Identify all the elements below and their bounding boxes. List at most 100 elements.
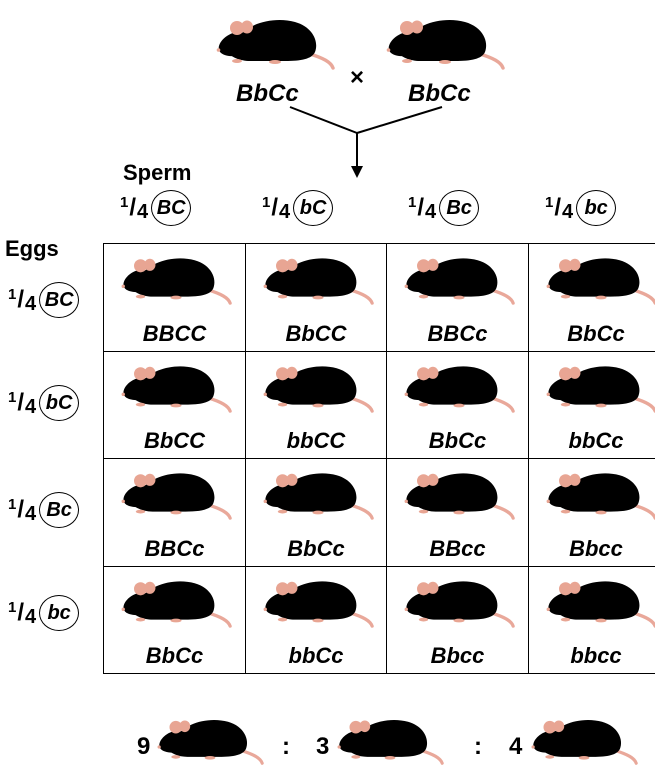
- fraction-numerator: 1: [8, 495, 17, 513]
- brown-mouse-icon: [262, 571, 374, 629]
- cell-mouse: [262, 571, 374, 634]
- fraction-slash: /: [129, 194, 137, 221]
- fraction-denominator: 4: [25, 292, 37, 315]
- fraction-numerator: 1: [262, 193, 271, 211]
- black-mouse-icon: [403, 356, 515, 414]
- cell-mouse: [120, 248, 232, 311]
- cell-mouse: [120, 571, 232, 634]
- cell-mouse: [403, 463, 515, 526]
- cell-mouse: [545, 571, 655, 634]
- punnett-cell: BbCc: [246, 459, 387, 567]
- fraction-slash: /: [271, 194, 279, 221]
- white-mouse-icon: [530, 710, 638, 766]
- punnett-cell: Bbcc: [387, 566, 529, 674]
- fraction-slash: /: [417, 194, 425, 221]
- punnett-cell: BBCC: [104, 244, 246, 352]
- cell-genotype: BbCC: [285, 320, 347, 346]
- allele-circle: bc: [39, 595, 80, 631]
- cell-genotype: bbcc: [570, 643, 622, 668]
- ratio-separator-1: :: [282, 733, 290, 760]
- black-mouse-icon: [262, 463, 374, 521]
- fraction-numerator: 1: [120, 193, 129, 211]
- fraction-slash: /: [17, 599, 25, 626]
- allele-circle: bC: [293, 190, 334, 226]
- ratio-white-mouse: [530, 710, 638, 771]
- white-mouse-icon: [545, 571, 655, 629]
- fraction-denominator: 4: [425, 200, 437, 223]
- allele-circle: BC: [39, 282, 80, 318]
- cell-genotype: BbCc: [428, 428, 487, 453]
- black-mouse-icon: [262, 248, 374, 306]
- fraction-numerator: 1: [8, 598, 17, 616]
- punnett-cell: BbCc: [529, 244, 655, 352]
- black-mouse-icon: [120, 463, 232, 521]
- black-mouse-icon: [120, 248, 232, 306]
- cell-mouse: [545, 356, 655, 419]
- cell-mouse: [403, 248, 515, 311]
- cell-genotype: BBcc: [429, 535, 486, 561]
- fraction-slash: /: [554, 194, 562, 221]
- ratio-black-mouse: [156, 710, 264, 771]
- allele-circle: bc: [576, 190, 617, 226]
- cell-mouse: [403, 571, 515, 634]
- cell-mouse: [545, 248, 655, 311]
- cell-mouse: [262, 356, 374, 419]
- cell-mouse: [120, 463, 232, 526]
- fraction-numerator: 1: [8, 388, 17, 406]
- cell-genotype: bbCc: [568, 428, 624, 453]
- cell-genotype: BBCc: [144, 535, 205, 561]
- brown-mouse-icon: [336, 710, 444, 766]
- cell-genotype: BBCC: [142, 320, 207, 346]
- black-mouse-icon: [120, 571, 232, 629]
- cross-connector: [289, 106, 443, 178]
- cross-symbol: ×: [350, 64, 365, 91]
- parent1-genotype: BbCc: [236, 80, 299, 107]
- allele-circle: Bc: [439, 190, 480, 226]
- fraction-denominator: 4: [562, 200, 574, 223]
- fraction-numerator: 1: [8, 285, 17, 303]
- parent2-genotype: BbCc: [408, 80, 471, 107]
- punnett-cell: bbCc: [246, 566, 387, 674]
- fraction-numerator: 1: [545, 193, 554, 211]
- fraction-denominator: 4: [137, 200, 149, 223]
- cell-genotype: Bbcc: [430, 643, 485, 668]
- cell-genotype: BbCc: [287, 535, 345, 561]
- fraction-numerator: 1: [408, 193, 417, 211]
- punnett-cell: BbCc: [104, 566, 246, 674]
- punnett-cell: BbCC: [104, 351, 246, 459]
- fraction-slash: /: [17, 496, 25, 523]
- fraction-slash: /: [17, 286, 25, 313]
- sperm-label: Sperm: [123, 160, 192, 185]
- allele-circle: BC: [151, 190, 192, 226]
- cell-mouse: [545, 463, 655, 526]
- allele-circle: bC: [39, 385, 80, 421]
- ratio-separator-2: :: [474, 733, 482, 760]
- fraction-denominator: 4: [25, 502, 37, 525]
- black-mouse-icon: [120, 356, 232, 414]
- cell-mouse: [262, 463, 374, 526]
- punnett-cell: BbCC: [246, 244, 387, 352]
- fraction-denominator: 4: [25, 395, 37, 418]
- punnett-cell: bbcc: [529, 567, 655, 674]
- cell-genotype: BbCc: [145, 643, 204, 668]
- cell-genotype: BbCC: [143, 428, 206, 453]
- fraction-denominator: 4: [279, 200, 291, 223]
- black-mouse-icon: [545, 248, 655, 306]
- punnett-cell: BbCc: [387, 351, 529, 459]
- brown-mouse-icon: [262, 356, 374, 414]
- allele-circle: Bc: [39, 492, 80, 528]
- punnett-cell: BBCc: [104, 459, 246, 567]
- punnett-cell: BBCc: [387, 244, 529, 352]
- ratio-brown-mouse: [336, 710, 444, 771]
- cell-genotype: BBCc: [427, 320, 488, 346]
- fraction-denominator: 4: [25, 605, 37, 628]
